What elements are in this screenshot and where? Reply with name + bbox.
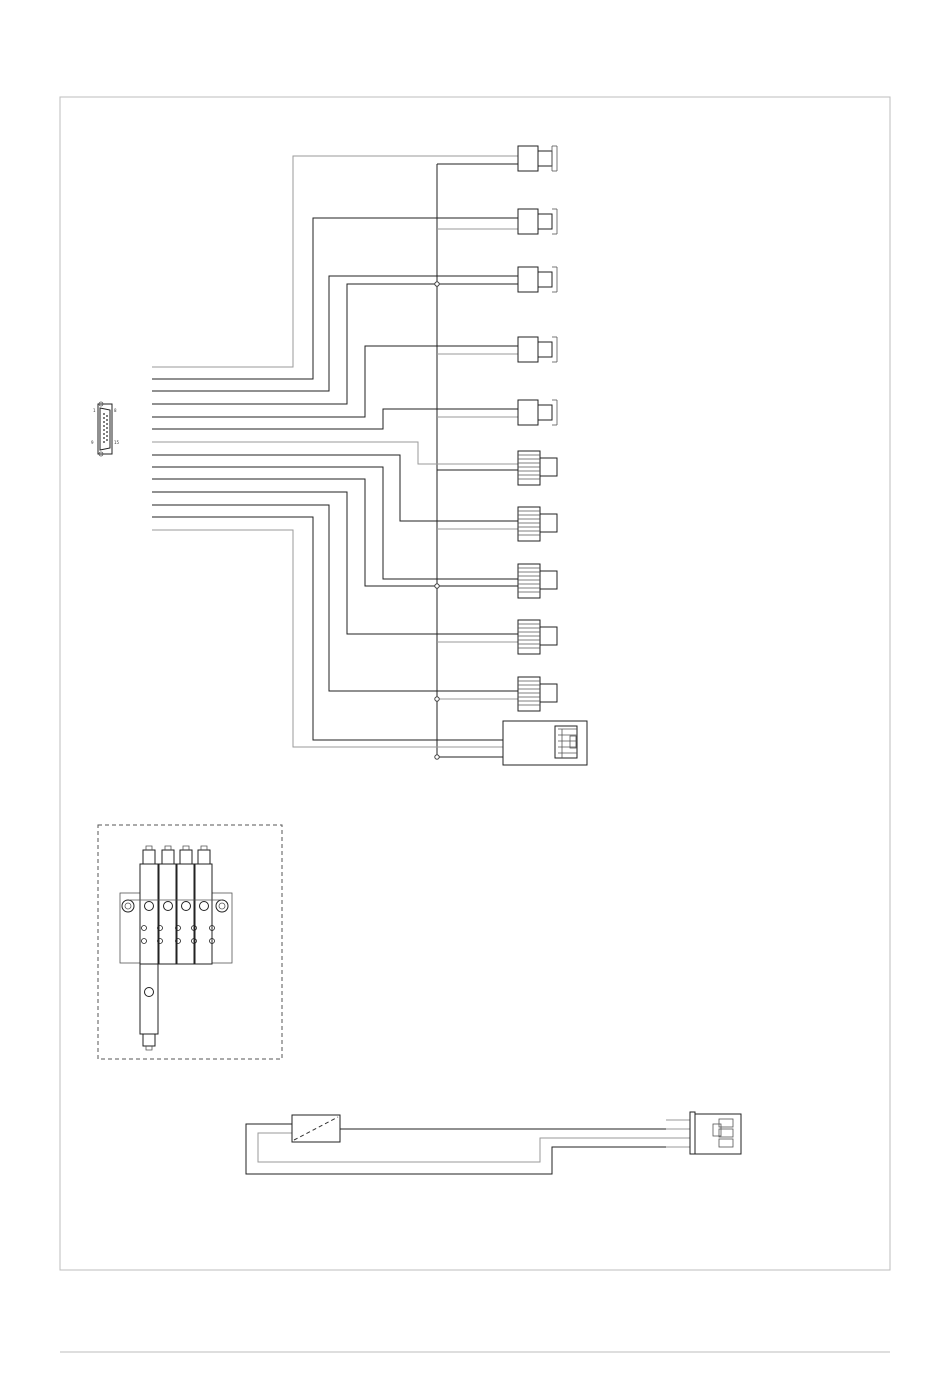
pin-label-1: 1	[93, 408, 96, 413]
plug-connector-3	[518, 267, 557, 292]
drawing-frame	[60, 97, 890, 1270]
ribbed-connector-1	[518, 451, 557, 485]
ribbed-connector-2	[518, 507, 557, 541]
plug-connector-4	[518, 337, 557, 362]
plug-connector-5	[518, 400, 557, 425]
pin-label-15: 15	[114, 440, 120, 445]
sensor-cable-assembly	[246, 1112, 741, 1174]
terminal-block-connector	[503, 721, 587, 765]
ribbed-connector-4	[518, 620, 557, 654]
lower-wire-harness	[152, 442, 518, 757]
plug-connector-2	[518, 209, 557, 234]
upper-wire-harness	[152, 156, 518, 429]
plug-connector-1	[518, 146, 557, 171]
ribbed-connector-5	[518, 677, 557, 711]
ribbed-connector-3	[518, 564, 557, 598]
valve-manifold-icon	[120, 846, 232, 1050]
pin-label-8: 8	[114, 408, 117, 413]
pin-label-9: 9	[91, 440, 94, 445]
dsub-connector-icon: 1 8 9 15	[91, 402, 120, 456]
